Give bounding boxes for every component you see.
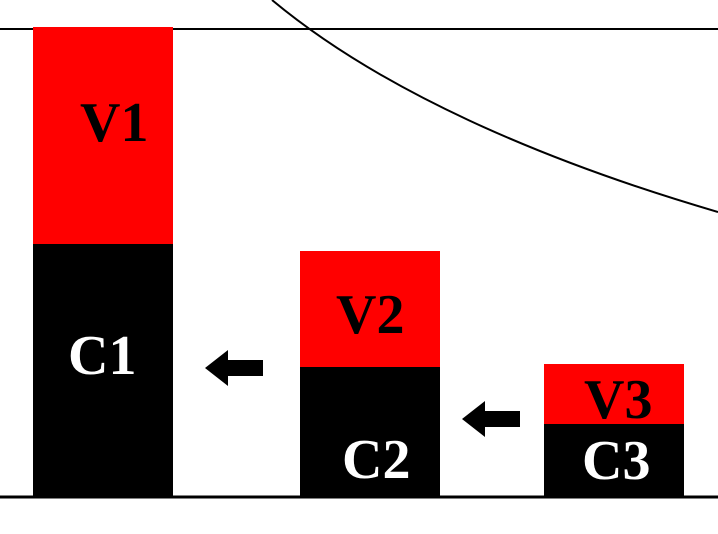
bar-3-bottom-segment [544,424,684,497]
bar-1: V1 C1 [33,27,173,497]
bar-1-top-label: V1 [80,92,148,154]
bar-3: V3 C3 [544,364,684,497]
bar-2-top-segment [300,251,440,367]
bar-2-top-label: V2 [336,284,404,346]
bar-2: V2 C2 [300,251,440,497]
bar-1-top-segment [33,27,173,244]
left-arrow-icon [205,350,263,386]
decreasing-curve [271,0,718,213]
bar-2-bottom-label: C2 [342,429,410,491]
left-arrow-icon [462,401,520,437]
bar-1-bottom-label: C1 [68,325,136,387]
bar-2-bottom-segment [300,367,440,497]
bar-3-top-segment [544,364,684,424]
bar-1-bottom-segment [33,244,173,497]
bar-3-top-label: V3 [584,369,652,431]
bar-3-bottom-label: C3 [582,430,650,492]
